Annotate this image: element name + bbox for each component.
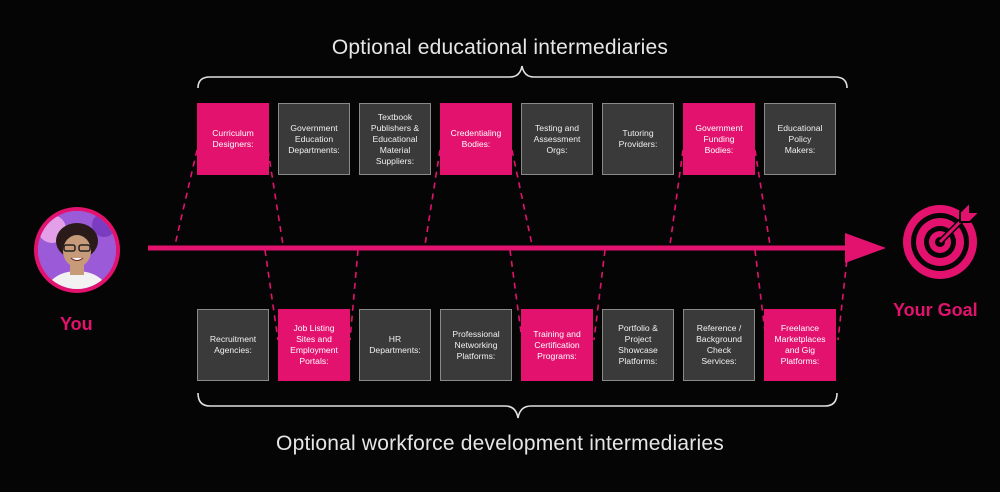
bottom-box-6: Portfolio & Project Showcase Platforms: [602, 309, 674, 381]
bottom-box-2: Job Listing Sites and Employment Portals… [278, 309, 350, 381]
avatar [34, 207, 120, 293]
bottom-brace [198, 393, 837, 418]
bottom-box-8: Freelance Marketplaces and Gig Platforms… [764, 309, 836, 381]
top-box-3: Textbook Publishers & Educational Materi… [359, 103, 431, 175]
you-label: You [60, 314, 93, 335]
top-box-1: Curriculum Designers: [197, 103, 269, 175]
bottom-box-1: Recruitment Agencies: [197, 309, 269, 381]
target-icon [903, 202, 980, 279]
bottom-group-title: Optional workforce development intermedi… [0, 432, 1000, 456]
bottom-box-4: Professional Networking Platforms: [440, 309, 512, 381]
top-box-2: Government Education Departments: [278, 103, 350, 175]
bottom-box-5: Training and Certification Programs: [521, 309, 593, 381]
top-brace [198, 66, 847, 88]
main-arrow-head [845, 233, 886, 263]
bottom-box-3: HR Departments: [359, 309, 431, 381]
top-box-8: Educational Policy Makers: [764, 103, 836, 175]
person-photo-icon [34, 207, 120, 293]
top-box-6: Tutoring Providers: [602, 103, 674, 175]
goal-label: Your Goal [893, 300, 978, 321]
bottom-box-7: Reference / Background Check Services: [683, 309, 755, 381]
top-box-4: Credentialing Bodies: [440, 103, 512, 175]
top-box-5: Testing and Assessment Orgs: [521, 103, 593, 175]
top-box-7: Government Funding Bodies: [683, 103, 755, 175]
